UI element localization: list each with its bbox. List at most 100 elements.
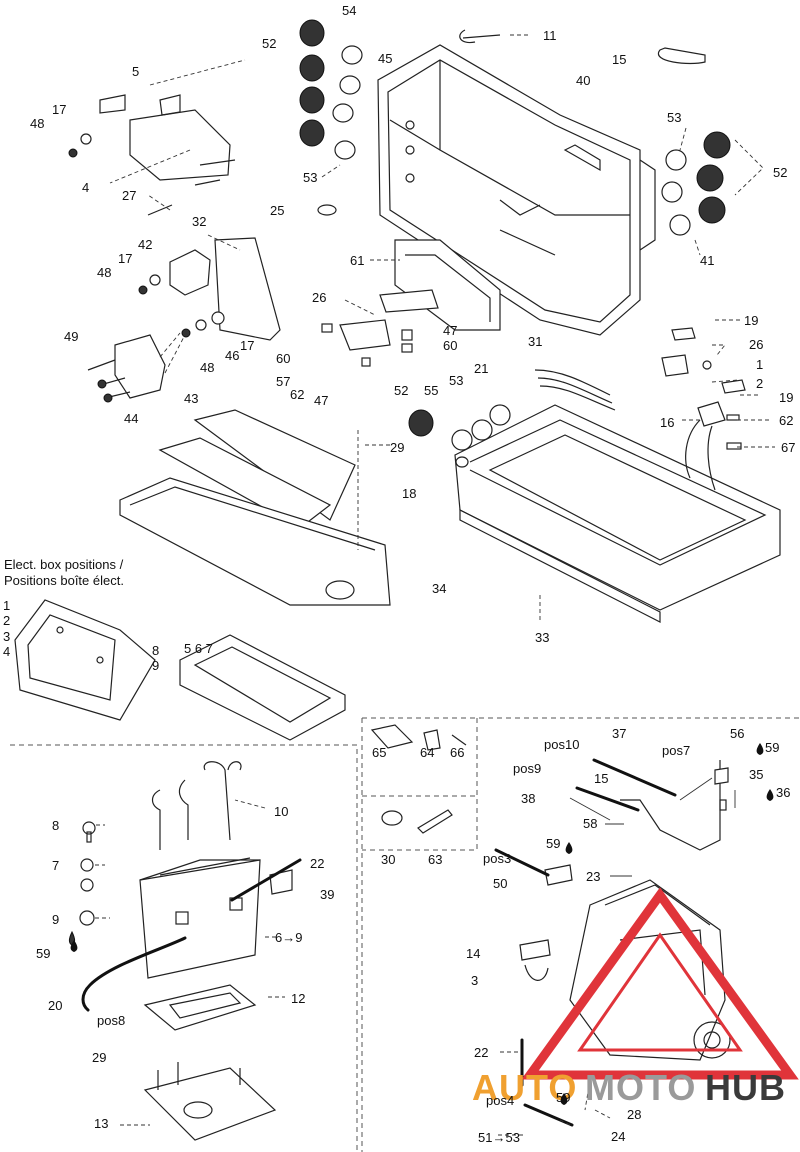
small-parts-boxes xyxy=(370,724,467,834)
callout-n49: 49 xyxy=(64,329,78,344)
callout-n57: 57 xyxy=(276,374,290,389)
callout-n59b: 59 xyxy=(546,836,560,851)
callout-n8b: 8 xyxy=(52,818,59,833)
mounting-plate xyxy=(119,409,391,606)
callout-n12: 12 xyxy=(291,991,305,1006)
callout-n22b: 22 xyxy=(474,1045,488,1060)
callout-n39: 39 xyxy=(320,887,334,902)
callout-n52c: 52 xyxy=(394,383,408,398)
callout-n5153: 51→53 xyxy=(478,1130,520,1145)
callout-pos9: pos9 xyxy=(513,761,541,776)
callout-n59a: 59 xyxy=(765,740,779,755)
callout-n21: 21 xyxy=(474,361,488,376)
starter-solenoid xyxy=(87,334,166,403)
callout-pos8: pos8 xyxy=(97,1013,125,1028)
callout-n26b: 26 xyxy=(749,337,763,352)
callout-n56: 56 xyxy=(730,726,744,741)
callout-n1a: 1 xyxy=(756,357,763,372)
oil-drop-icon xyxy=(565,842,573,854)
callout-n53c: 53 xyxy=(449,373,463,388)
callout-n8a: 8 xyxy=(152,643,159,658)
leader-lines xyxy=(95,34,775,1136)
callout-n22a: 22 xyxy=(310,856,324,871)
callout-n32: 32 xyxy=(192,214,206,229)
callout-n66: 66 xyxy=(450,745,464,760)
callout-n62b: 62 xyxy=(779,413,793,428)
callout-n67: 67 xyxy=(781,440,795,455)
callout-n60a: 60 xyxy=(443,338,457,353)
engine-wires xyxy=(494,758,677,1127)
callout-n52b: 52 xyxy=(773,165,787,180)
callout-n27: 27 xyxy=(122,188,136,203)
callout-n33: 33 xyxy=(535,630,549,645)
callout-n4: 4 xyxy=(82,180,89,195)
callout-n48c: 48 xyxy=(200,360,214,375)
callout-n1b: 1 xyxy=(3,598,10,613)
callout-n15a: 15 xyxy=(612,52,626,67)
oil-drops xyxy=(70,743,774,1105)
callout-n17c: 17 xyxy=(240,338,254,353)
callout-n5a: 5 xyxy=(132,64,139,79)
caption-line-1: Elect. box positions / xyxy=(4,557,124,572)
electrical-box-lower xyxy=(454,404,781,623)
callout-pos4: pos4 xyxy=(486,1093,514,1108)
callout-n4b: 4 xyxy=(3,644,10,659)
callout-n28: 28 xyxy=(627,1107,641,1122)
callout-n19b: 19 xyxy=(779,390,793,405)
oil-drop-icon xyxy=(70,940,78,952)
grommets-lower xyxy=(408,404,511,451)
callout-n62a: 62 xyxy=(290,387,304,402)
callout-n17b: 17 xyxy=(118,251,132,266)
callout-n36: 36 xyxy=(776,785,790,800)
callout-pos10: pos10 xyxy=(544,737,579,752)
callout-n50: 50 xyxy=(493,876,507,891)
callout-n16: 16 xyxy=(660,415,674,430)
callout-n45: 45 xyxy=(378,51,392,66)
watermark-hub: HUB xyxy=(705,1067,786,1108)
callout-n44: 44 xyxy=(124,411,138,426)
callout-n19a: 19 xyxy=(744,313,758,328)
callout-n42: 42 xyxy=(138,237,152,252)
caption-line-2: Positions boîte élect. xyxy=(4,573,124,588)
callout-n60b: 60 xyxy=(276,351,290,366)
callout-n25: 25 xyxy=(270,203,284,218)
cable-ties xyxy=(459,29,706,65)
callout-n37: 37 xyxy=(612,726,626,741)
callout-n46: 46 xyxy=(225,348,239,363)
callout-n43: 43 xyxy=(184,391,198,406)
callout-n48b: 48 xyxy=(97,265,111,280)
callout-n11: 11 xyxy=(543,28,557,43)
watermark-auto: AUTO xyxy=(472,1067,577,1108)
callout-n7: 7 xyxy=(52,858,59,873)
grommets-upper xyxy=(299,19,363,216)
callout-n64: 64 xyxy=(420,745,434,760)
callout-n9b: 9 xyxy=(52,912,59,927)
callout-n18: 18 xyxy=(402,486,416,501)
callout-n26a: 26 xyxy=(312,290,326,305)
callout-n34: 34 xyxy=(432,581,446,596)
callout-n15b: 15 xyxy=(594,771,608,786)
callout-n69: 6→9 xyxy=(275,930,302,945)
callout-n23: 23 xyxy=(586,869,600,884)
callout-n47a: 47 xyxy=(443,323,457,338)
position-views xyxy=(14,599,346,741)
battery-cable xyxy=(81,858,302,1012)
callout-n9a: 9 xyxy=(152,658,159,673)
callout-n20: 20 xyxy=(48,998,62,1013)
callout-n14: 14 xyxy=(466,946,480,961)
callout-pos3: pos3 xyxy=(483,851,511,866)
callout-n65: 65 xyxy=(372,745,386,760)
callout-n41: 41 xyxy=(700,253,714,268)
callout-n3a: 3 xyxy=(3,629,10,644)
oil-drop-icon xyxy=(756,743,764,755)
callout-n59c: 59 xyxy=(36,946,50,961)
oil-drop-icon xyxy=(766,789,774,801)
callout-pos7: pos7 xyxy=(662,743,690,758)
callout-n29a: 29 xyxy=(390,440,404,455)
watermark-logo: AUTO MOTO HUB xyxy=(472,887,799,1108)
callout-n13: 13 xyxy=(94,1116,108,1131)
fuse-block xyxy=(321,239,501,367)
